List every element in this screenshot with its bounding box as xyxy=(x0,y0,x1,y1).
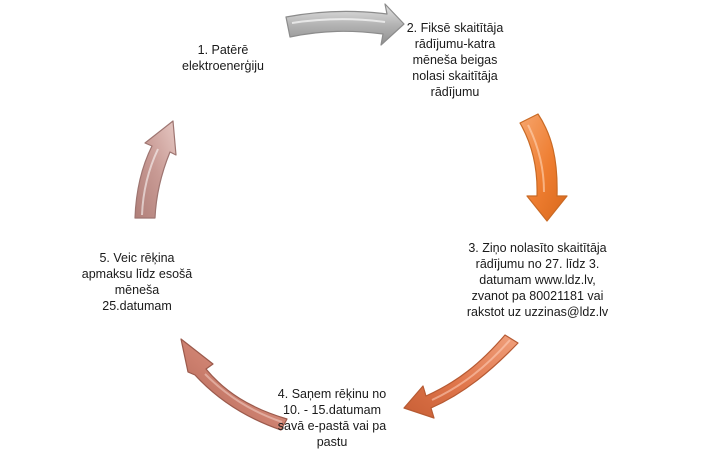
step-2-line: nolasi skaitītāja xyxy=(412,69,498,83)
step-2-line: rādījumu-katra xyxy=(414,37,496,51)
arrow-step3-to-step4 xyxy=(403,334,519,419)
step-4-text: 4. Saņem rēķinu no 10. - 15.datumam savā… xyxy=(262,386,402,450)
step-2-line: rādījumu xyxy=(430,85,480,99)
step-1-text: 1. Patērē elektroenerģiju xyxy=(148,42,298,74)
step-3-line: rādījumu no 27. līdz 3. xyxy=(475,257,600,271)
arrow-step1-to-step2 xyxy=(285,3,405,46)
step-2-text: 2. Fiksē skaitītāja rādījumu-katra mēneš… xyxy=(380,20,530,100)
step-1-line: 1. Patērē xyxy=(197,43,249,57)
step-5-text: 5. Veic rēķina apmaksu līdz esošā mēneša… xyxy=(62,250,212,314)
step-2-line: mēneša beigas xyxy=(412,53,498,67)
step-1-line: elektroenerģiju xyxy=(182,59,264,73)
step-2-line: 2. Fiksē skaitītāja xyxy=(406,21,504,35)
step-5-line: 25.datumam xyxy=(102,299,172,313)
step-3-text: 3. Ziņo nolasīto skaitītāja rādījumu no … xyxy=(430,240,645,320)
step-4-line: 10. - 15.datumam xyxy=(283,403,381,417)
step-4-line: pastu xyxy=(316,435,348,449)
step-5-line: 5. Veic rēķina xyxy=(99,251,175,265)
step-5-line: mēneša xyxy=(114,283,160,297)
arrow-step5-to-step1 xyxy=(134,120,177,219)
arrow-step4-to-step5 xyxy=(180,338,288,431)
step-3-line: 3. Ziņo nolasīto skaitītāja xyxy=(468,241,607,255)
step-5-line: apmaksu līdz esošā xyxy=(81,267,193,281)
step-3-line: rakstot uz uzzinas@ldz.lv xyxy=(466,305,609,319)
arrow-step2-to-step3 xyxy=(519,113,568,222)
step-3-line: zvanot pa 80021181 vai xyxy=(471,289,604,303)
step-4-line: savā e-pastā vai pa xyxy=(277,419,387,433)
step-3-line: datumam www.ldz.lv, xyxy=(479,273,596,287)
step-4-line: 4. Saņem rēķinu no xyxy=(277,387,387,401)
